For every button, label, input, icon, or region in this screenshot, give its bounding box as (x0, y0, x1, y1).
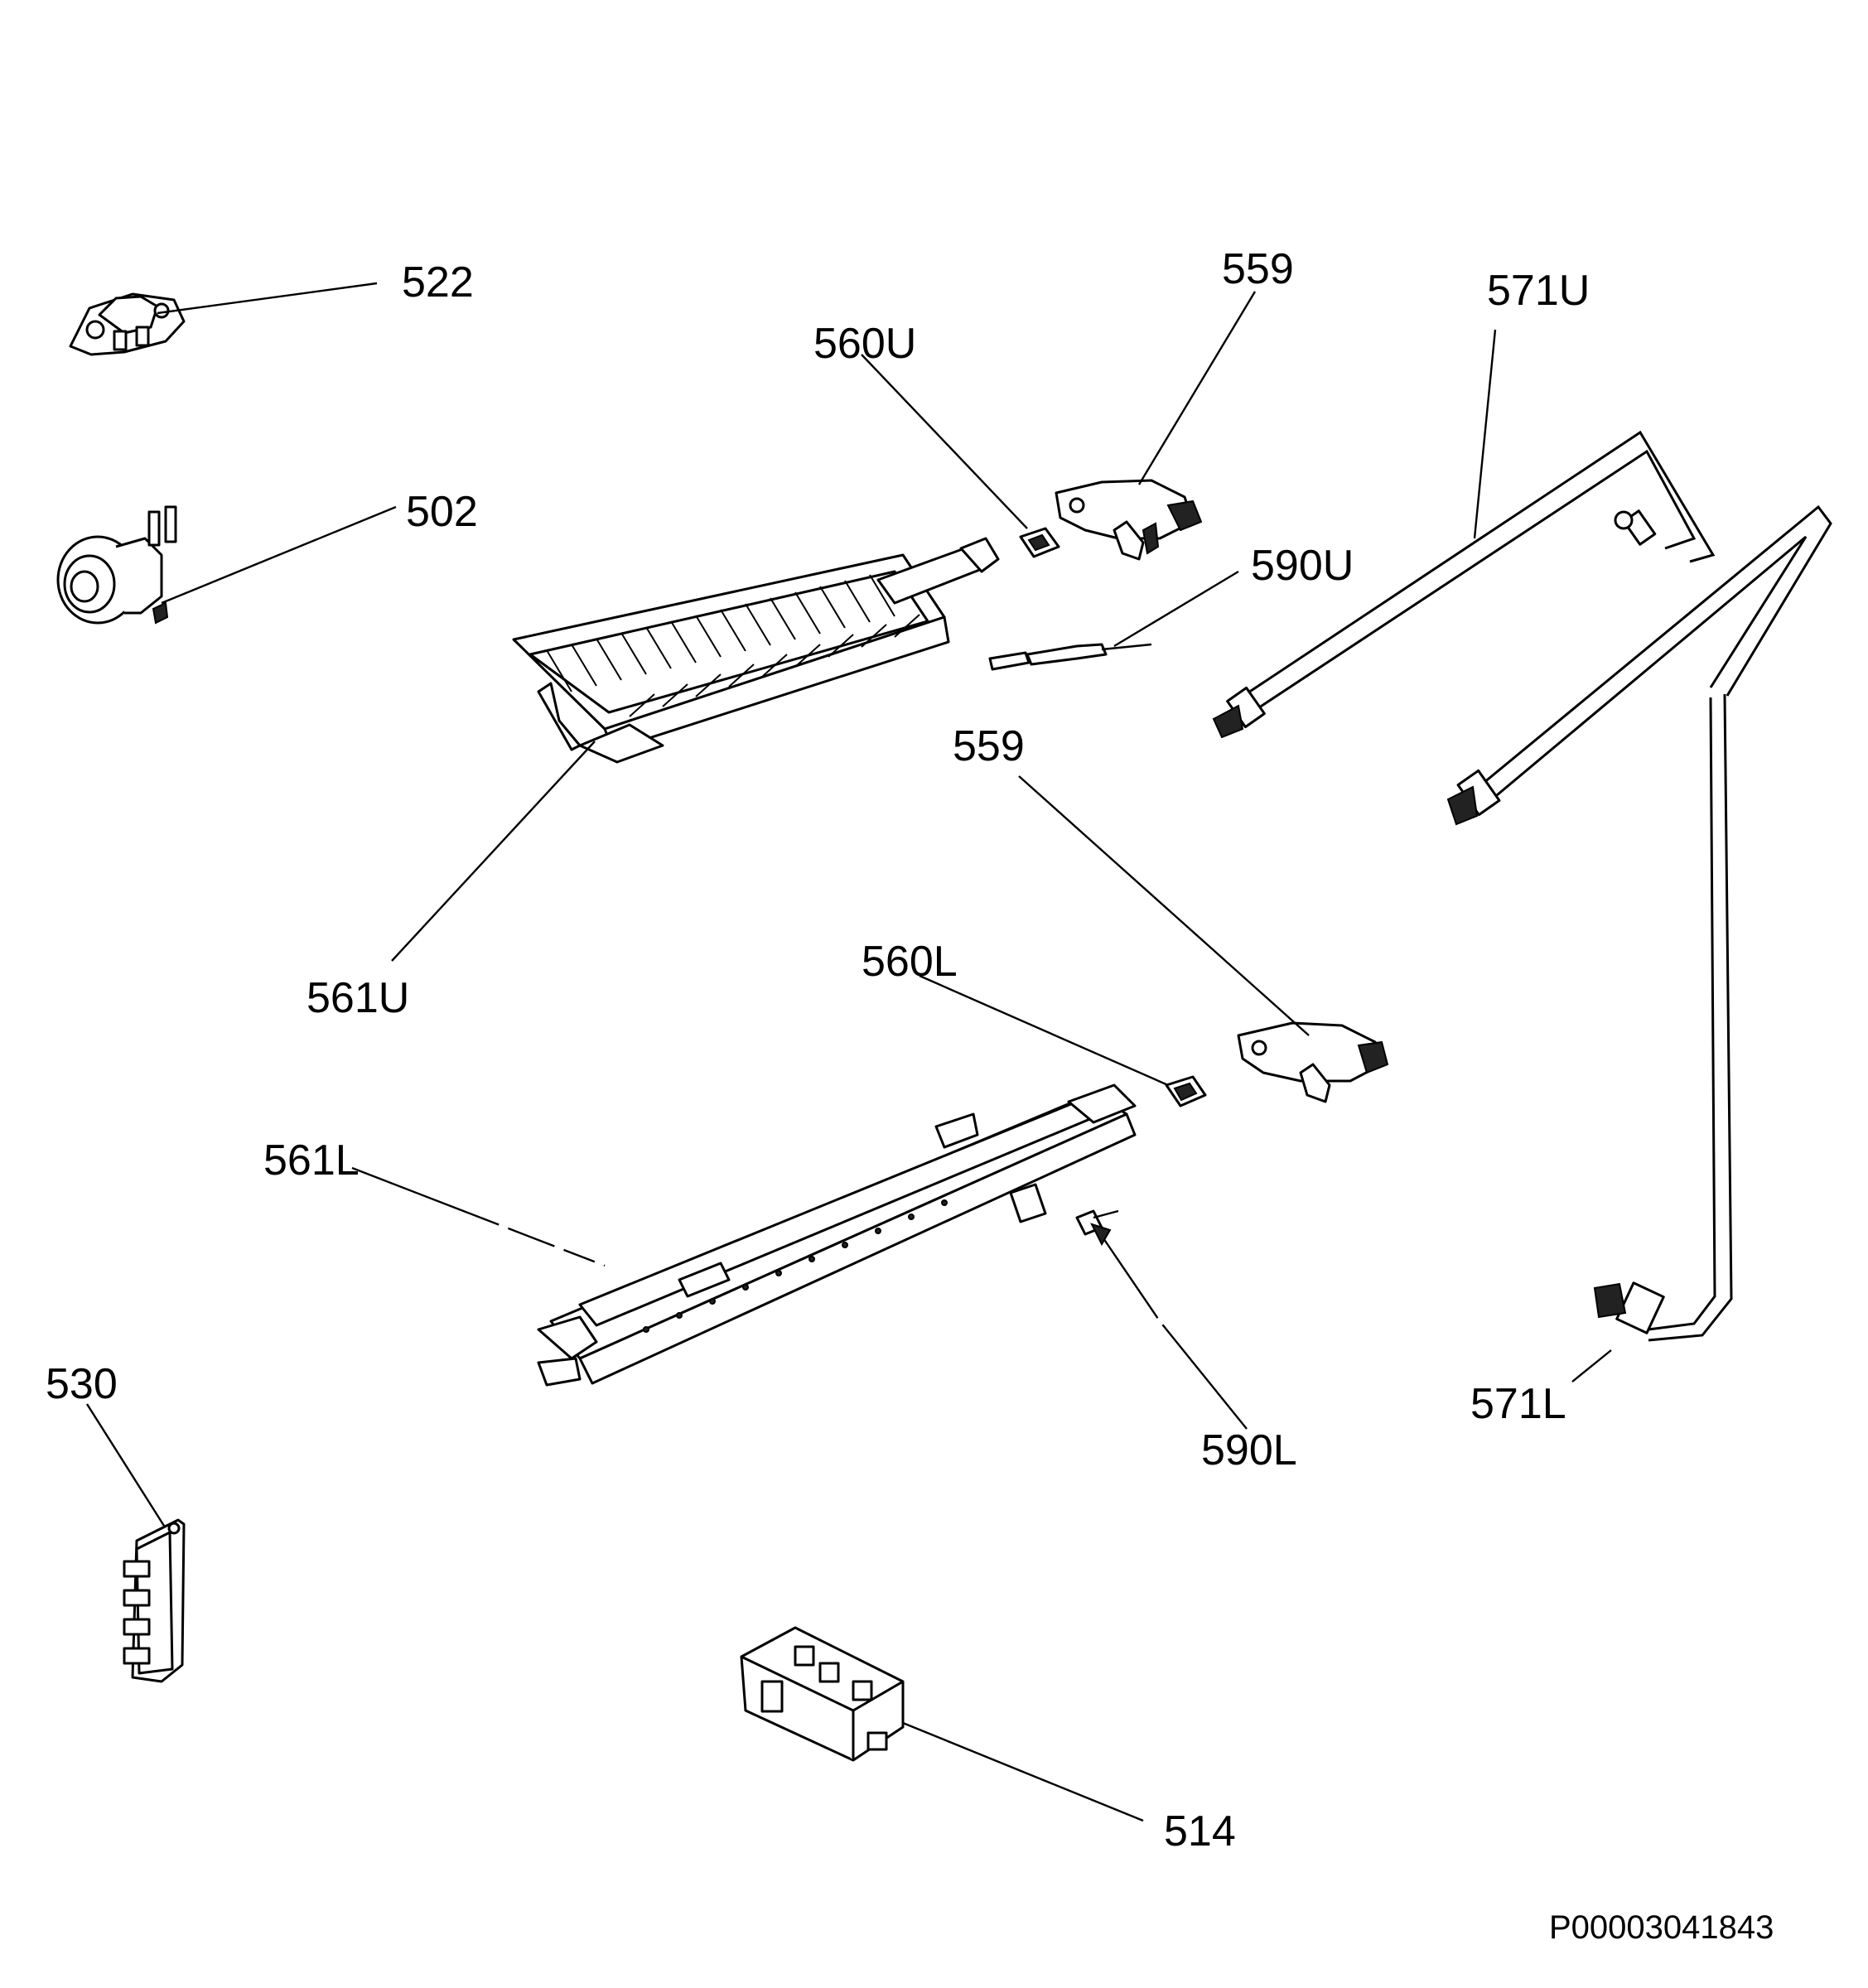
leader-590L (1101, 1235, 1248, 1430)
part-571U-gas-pipe-drawing (1212, 430, 1716, 739)
label-571U: 571U (1487, 267, 1590, 315)
leader-530 (85, 1403, 166, 1527)
part-560U-injector-drawing (1019, 527, 1060, 558)
part-530-terminal-block-drawing (123, 1518, 186, 1683)
part-590U-thermocouple-drawing (988, 643, 1152, 671)
part-571L-gas-pipe-drawing (1446, 504, 1832, 1342)
label-559-upper: 559 (1222, 245, 1294, 293)
leader-559-upper (1137, 291, 1257, 485)
label-590U: 590U (1251, 542, 1354, 590)
leader-571L (1571, 1349, 1612, 1382)
part-561U-upper-burner-drawing (512, 537, 1000, 764)
part-502-knob-drawing (56, 505, 177, 625)
part-559-upper-valve-drawing (1055, 479, 1203, 561)
label-522: 522 (402, 258, 474, 306)
label-561L: 561L (263, 1136, 360, 1185)
leader-571U (1473, 329, 1497, 539)
part-559-lower-valve-drawing (1237, 1021, 1389, 1103)
leader-560L (919, 974, 1169, 1087)
drawing-number: P00003041843 (1549, 1909, 1774, 1946)
leader-502 (161, 505, 397, 605)
label-571L: 571L (1470, 1380, 1566, 1428)
lower-burner-flame-ports (643, 1199, 948, 1333)
label-560U: 560U (813, 320, 916, 368)
part-561L-lower-burner-drawing (537, 1083, 1137, 1387)
label-590L: 590L (1201, 1426, 1297, 1474)
leader-561L (351, 1166, 606, 1267)
label-560L: 560L (862, 938, 958, 986)
leader-561U (391, 741, 596, 962)
part-514-ignition-box-drawing (740, 1626, 905, 1762)
leader-522 (157, 282, 378, 315)
part-560L-injector-drawing (1165, 1075, 1207, 1107)
label-502: 502 (406, 488, 478, 536)
leader-560U (861, 354, 1028, 529)
upper-burner-fins (546, 574, 920, 717)
label-559-lower: 559 (953, 722, 1025, 770)
label-514: 514 (1164, 1807, 1236, 1855)
leader-559-lower (1018, 775, 1310, 1036)
leader-590L-arrowhead (1090, 1223, 1112, 1247)
label-561U: 561U (307, 974, 409, 1022)
leader-590U (1113, 570, 1239, 648)
part-522-clip-drawing (69, 292, 186, 356)
label-530: 530 (46, 1360, 118, 1408)
leader-514 (902, 1721, 1144, 1822)
